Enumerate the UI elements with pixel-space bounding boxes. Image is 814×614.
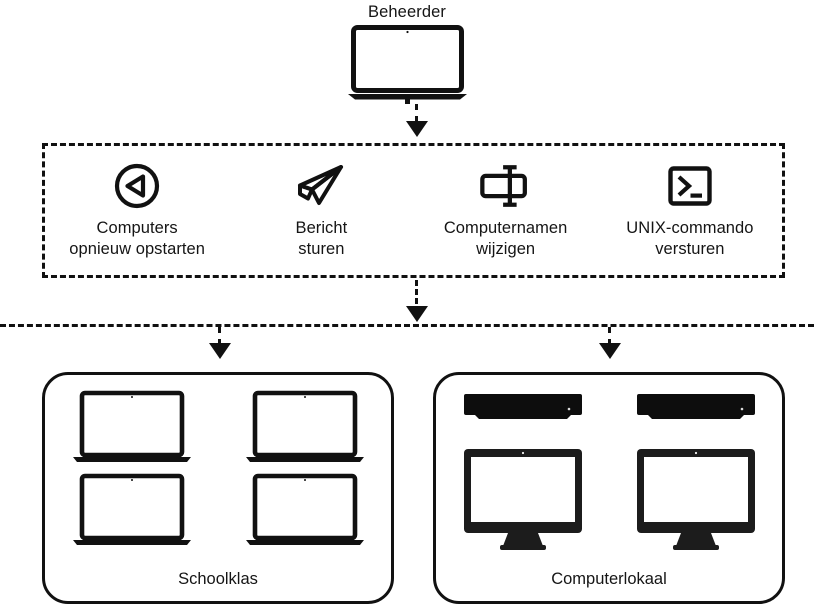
- action-rename-computers[interactable]: Computernamen wijzigen: [421, 146, 591, 260]
- connector-divider-to-schoolklas: [218, 327, 221, 345]
- laptop-open-icon: [72, 390, 192, 471]
- room-label: Schoolklas: [178, 570, 258, 588]
- action-send-message[interactable]: Bericht sturen: [236, 146, 406, 260]
- action-reboot-computers[interactable]: Computers opnieuw opstarten: [52, 146, 222, 260]
- room-schoolklas: Schoolklas: [42, 372, 394, 604]
- laptop-closed-icon: [634, 393, 758, 428]
- laptop-open-icon: [245, 390, 365, 471]
- action-send-unix-command[interactable]: UNIX-commando versturen: [605, 146, 775, 260]
- actions-panel: Computers opnieuw opstarten Bericht stur…: [42, 143, 785, 278]
- laptop-open-icon: [245, 473, 365, 554]
- terminal-icon: [662, 163, 718, 209]
- room-label: Computerlokaal: [551, 570, 667, 588]
- arrow-head-icon: [405, 121, 428, 137]
- laptop-closed-icon: [461, 393, 585, 428]
- arrow-head-icon: [405, 306, 428, 322]
- connector-admin-to-actions: [415, 104, 418, 122]
- reboot-circle-icon: [109, 163, 165, 209]
- arrow-head-icon: [598, 343, 621, 359]
- action-label: Computers opnieuw opstarten: [69, 219, 205, 258]
- laptop-open-icon: [347, 24, 468, 104]
- rename-field-icon: [478, 163, 534, 209]
- imac-icon: [462, 447, 584, 556]
- paper-plane-icon: [293, 163, 349, 209]
- imac-icon: [635, 447, 757, 556]
- laptop-open-icon: [72, 473, 192, 554]
- action-label: Bericht sturen: [295, 219, 348, 258]
- room-computerlokaal: Computerlokaal: [433, 372, 785, 604]
- action-label: UNIX-commando versturen: [626, 219, 754, 258]
- admin-label: Beheerder: [368, 3, 446, 21]
- section-divider: [0, 324, 814, 327]
- device-grid: [45, 389, 391, 555]
- connector-actions-to-divider: [415, 280, 418, 304]
- device-grid: [436, 393, 782, 563]
- arrow-head-icon: [208, 343, 231, 359]
- action-label: Computernamen wijzigen: [443, 219, 568, 258]
- connector-divider-to-computerlokaal: [608, 327, 611, 345]
